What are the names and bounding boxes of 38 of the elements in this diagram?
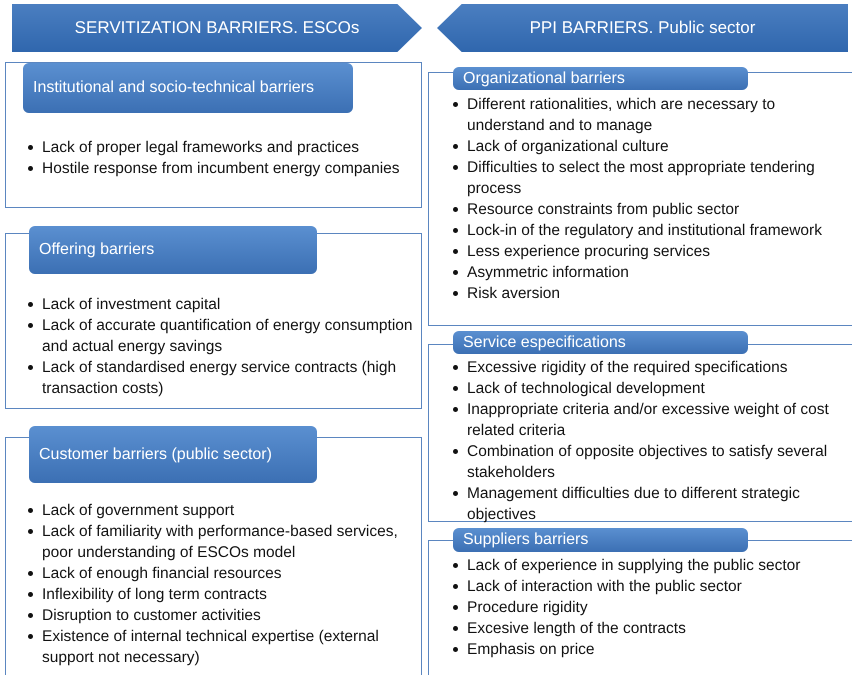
bullet-item: Lack of investment capital <box>26 294 416 315</box>
bullet-item: Excessive rigidity of the required specifications <box>451 357 851 378</box>
bullet-item: Lack of experience in supplying the public sector <box>451 555 851 576</box>
bullet-item: Lock-in of the regulatory and institutional framework <box>451 220 851 241</box>
bullet-item: Risk aversion <box>451 283 851 304</box>
bullet-item: Inappropriate criteria and/or excessive weight of cost related criteria <box>451 399 851 441</box>
bullet-item: Lack of proper legal frameworks and practices <box>26 137 416 158</box>
section-heading: Service especifications <box>453 331 748 354</box>
bullet-item: Asymmetric information <box>451 262 851 283</box>
bullet-item: Lack of familiarity with performance-based services, poor understanding of ESCOs model <box>26 521 416 563</box>
bullet-item: Disruption to customer activities <box>26 605 416 626</box>
bullet-item: Lack of technological development <box>451 378 851 399</box>
bullet-item: Inflexibility of long term contracts <box>26 584 416 605</box>
bullet-item: Lack of accurate quantification of energy consumption and actual energy savings <box>26 315 416 357</box>
bullet-item: Procedure rigidity <box>451 597 851 618</box>
section-heading: Suppliers barriers <box>453 528 748 552</box>
bullet-item: Existence of internal technical expertise (external support not necessary) <box>26 626 416 668</box>
bullet-item: Emphasis on price <box>451 639 851 660</box>
bullet-item: Lack of organizational culture <box>451 136 851 157</box>
bullet-item: Less experience procuring services <box>451 241 851 262</box>
section-heading: Offering barriers <box>29 226 317 274</box>
bullet-item: Resource constraints from public sector <box>451 199 851 220</box>
bullet-item: Excesive length of the contracts <box>451 618 851 639</box>
bullet-item: Combination of opposite objectives to satisfy several stakeholders <box>451 441 851 483</box>
section-heading: Institutional and socio-technical barriers <box>23 63 353 113</box>
header-banner: SERVITIZATION BARRIERS. ESCOs <box>12 4 422 52</box>
bullet-item: Different rationalities, which are necessary to understand and to manage <box>451 94 851 136</box>
bullet-item: Lack of standardised energy service contracts (high transaction costs) <box>26 357 416 399</box>
section-heading: Customer barriers (public sector) <box>29 426 317 483</box>
bullet-item: Lack of enough financial resources <box>26 563 416 584</box>
bullet-item: Difficulties to select the most appropriate tendering process <box>451 157 851 199</box>
bullet-item: Hostile response from incumbent energy companies <box>26 158 416 179</box>
header-banner: PPI BARRIERS. Public sector <box>437 4 848 52</box>
bullet-item: Lack of government support <box>26 500 416 521</box>
section-heading: Organizational barriers <box>453 67 748 90</box>
bullet-item: Lack of interaction with the public sector <box>451 576 851 597</box>
panel-frame <box>5 62 422 208</box>
bullet-item: Management difficulties due to different strategic objectives <box>451 483 851 525</box>
